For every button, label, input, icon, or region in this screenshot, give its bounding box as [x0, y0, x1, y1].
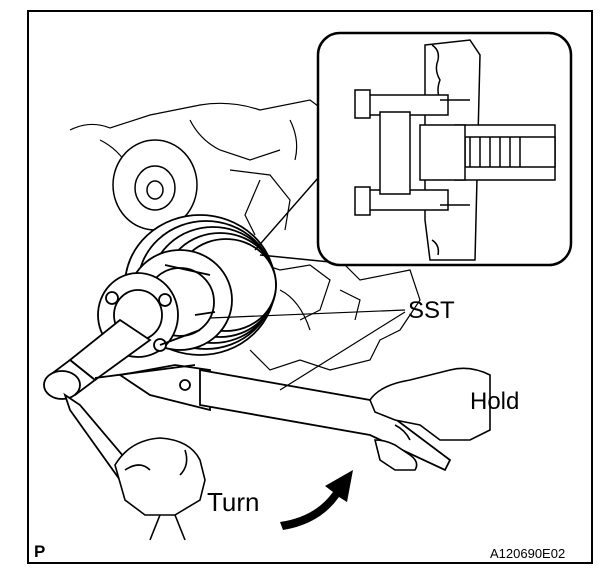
idler-pulley: [112, 139, 198, 231]
turn-label: Turn: [207, 487, 260, 517]
sst-leader-lines: [209, 309, 406, 391]
breaker-bar: [43, 318, 152, 482]
detail-inset: [254, 31, 573, 267]
hold-label: Hold: [470, 388, 520, 415]
corner-letter: P: [34, 542, 46, 561]
figure-border: [27, 10, 593, 564]
hold-hand: [369, 367, 491, 471]
holding-bar: [94, 364, 452, 472]
turn-hand: [114, 437, 206, 541]
figure-code: A120690E02: [490, 546, 566, 561]
turn-arrow: [280, 470, 353, 530]
sst-label: SST: [408, 297, 455, 324]
engine-block: [69, 99, 421, 371]
